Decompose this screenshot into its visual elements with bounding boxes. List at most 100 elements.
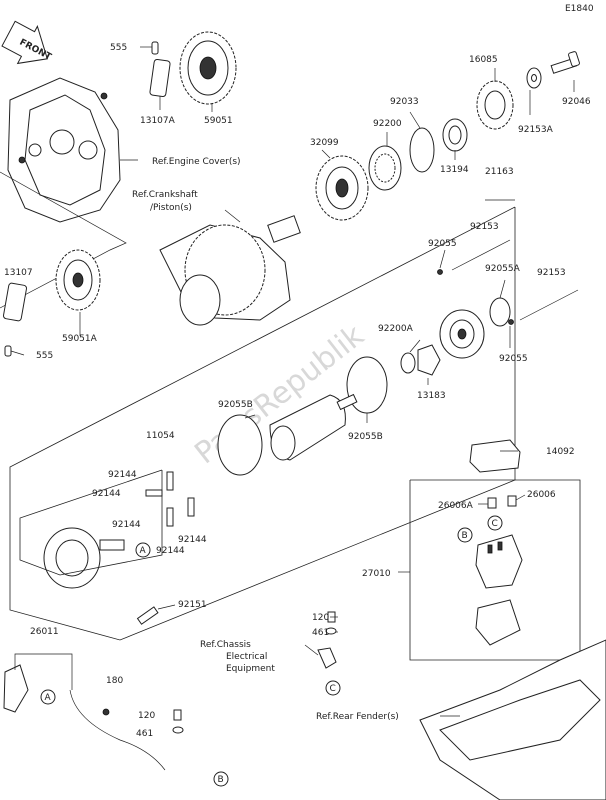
label-92055a: 92055A [485,264,521,274]
label-461-upper: 461 [312,628,329,638]
label-13107: 13107 [4,268,33,278]
washer-461-upper [325,627,337,635]
ref-chassis-line2: Electrical [226,652,267,662]
crankshaft [159,215,301,326]
label-27010: 27010 [362,569,391,579]
svg-text:C: C [330,684,336,694]
shaft-13107 [2,282,28,322]
spring-92144-b [145,489,163,497]
label-26006: 26006 [527,490,556,500]
starter-relay-27010 [475,534,523,589]
callout-b-cable: B [213,771,229,787]
label-13107a: 13107A [140,116,176,126]
gear-59051 [179,31,237,105]
svg-text:B: B [462,531,468,541]
label-120-upper: 120 [312,613,329,623]
label-120-lower: 120 [138,711,155,721]
label-92144-c: 92144 [112,520,141,530]
rear-fender [419,639,606,800]
label-92055b-left: 92055B [218,400,253,410]
ref-rear-fender: Ref.Rear Fender(s) [316,712,399,722]
spring-92144-a [166,471,174,491]
ref-engine-cover: Ref.Engine Cover(s) [152,157,241,167]
bolt-92153-b [519,289,579,321]
bolt-120-lower [173,709,182,721]
label-461-lower: 461 [136,729,153,739]
label-13194: 92200 [373,119,402,129]
label-92055b-right: 92055B [348,432,383,442]
o-ring-92055b-right [346,356,388,414]
label-92151: 92151 [178,600,207,610]
ref-chassis-line3: Equipment [226,664,275,674]
front-arrow-icon: FRONT [1,20,53,65]
callout-a-brush: A [135,542,151,558]
svg-text:B: B [218,775,224,785]
shaft-13107a [149,58,171,98]
o-ring-92055b-left [217,414,263,476]
fuse-26006a [487,497,497,509]
callout-b-relay: B [457,527,473,543]
leader-lines [10,46,575,717]
label-92153-b: 92153 [537,268,566,278]
needle-bearing-92046 [442,118,468,152]
washer-92200a [400,352,416,374]
ref-chassis-line1: Ref.Chassis [200,640,251,650]
label-13183: 13183 [417,391,446,401]
o-ring-92055-top [437,269,443,275]
bolt-92151 [136,606,159,625]
o-ring-92055-bottom [508,319,514,325]
circlip-92033 [409,127,435,173]
label-14092: 14092 [546,447,575,457]
bolt-92153a [550,51,580,74]
ref-crankshaft-line1: Ref.Crankshaft [132,190,198,200]
label-92200: 92153A [518,125,554,135]
diagram-code: E1840 [565,4,594,14]
label-92153-a: 92153 [470,222,499,232]
svg-text:A: A [140,546,147,556]
engine-cover [7,77,121,223]
label-92055-b: 92055 [499,354,528,364]
label-92200a: 92200A [378,324,414,334]
callout-a-cable: A [40,689,56,705]
label-92144-b: 92144 [92,489,121,499]
label-555: 555 [110,43,127,53]
label-92033: 92033 [390,97,419,107]
cable-bracket [317,647,337,669]
gear-59051a [55,249,101,311]
relay-cover-14092 [469,439,521,473]
relay-boot [475,599,521,646]
brush-holder [43,527,125,589]
spring-92144-d [187,497,195,517]
pin-555-bottom [4,345,12,357]
label-92144-a: 92144 [108,470,137,480]
callout-c-relay: C [487,515,503,531]
starter-cable-26011 [3,664,166,771]
plate-13183 [417,344,441,376]
label-26011: 26011 [30,627,59,637]
starter-clutch-32099 [315,155,369,221]
one-way-clutch-13194 [368,145,402,191]
pin-555-top [151,41,159,55]
label-180: 180 [106,676,123,686]
callout-c-chassis: C [325,680,341,696]
label-21163: 21163 [485,167,514,177]
label-92153a: 92046 [562,97,591,107]
bolt-92153-a [451,239,511,271]
ref-crankshaft-line2: /Piston(s) [150,203,192,213]
svg-text:A: A [45,693,52,703]
label-555-bottom: 555 [36,351,53,361]
label-92144-e: 92144 [178,535,207,545]
starter-motor [269,393,358,461]
spring-92144-c [166,507,174,527]
label-26006a: 26006A [438,501,474,511]
svg-text:C: C [492,519,498,529]
label-92144-d: 92144 [156,546,185,556]
label-92046: 13194 [440,165,469,175]
fuse-26006 [507,495,517,507]
o-ring-92055a [489,297,511,327]
label-59051: 59051 [204,116,233,126]
washer-461-lower [172,726,184,734]
label-32099: 32099 [310,138,339,148]
